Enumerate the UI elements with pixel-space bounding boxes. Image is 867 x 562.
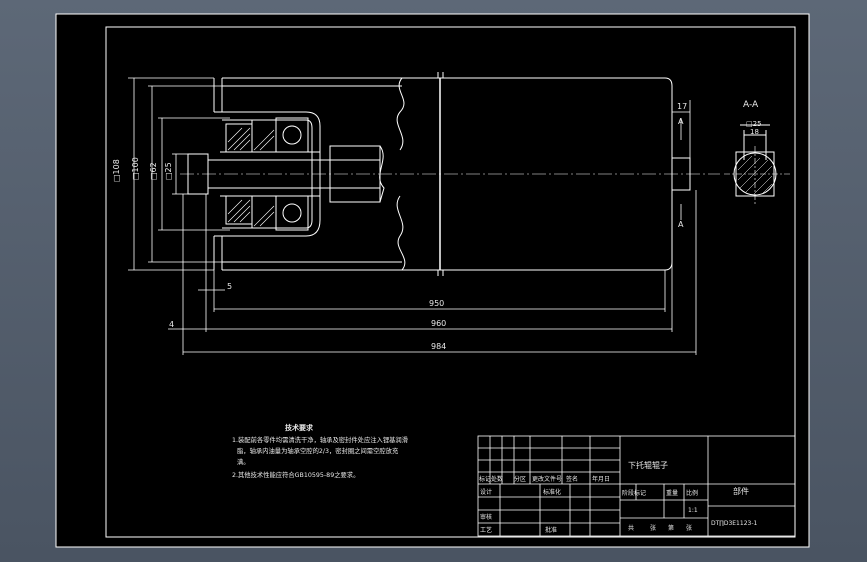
h-stage: 阶段标记	[622, 489, 646, 497]
h-count: 处数	[491, 475, 503, 483]
notes-line-4: 2.其他技术性能应符合GB10595-89之要求。	[232, 470, 359, 479]
h-review: 审核	[480, 513, 492, 521]
dim-62: □62	[149, 162, 158, 180]
h-design: 设计	[480, 488, 492, 496]
cut-mark-top: A	[678, 117, 684, 126]
dim-17: 17	[677, 102, 687, 111]
notes-title: 技术要求	[285, 423, 314, 432]
part-name: 下托辊辊子	[628, 460, 668, 470]
dim-984: 984	[431, 342, 446, 351]
dim-18: 18	[750, 128, 759, 136]
dim-4: 4	[169, 320, 174, 329]
h-total: 共	[628, 524, 634, 532]
seal-hatching	[227, 127, 275, 227]
unit-label: 部件	[733, 486, 749, 496]
section-label: A-A	[743, 100, 759, 110]
h-standard: 标准化	[543, 488, 561, 496]
notes-line-2: 脂，轴承内油量为轴承空腔的2/3，密封圈之间需空腔放充	[237, 446, 399, 455]
h-process: 工艺	[480, 526, 492, 534]
notes-line-1: 1.装配前各零件均需清洗干净，轴承及密封件处应注入锂基润滑	[232, 435, 408, 444]
h-no: 第	[668, 524, 674, 532]
section-hatching	[737, 155, 773, 195]
h-sign: 签名	[566, 475, 578, 483]
h-sheet: 张	[650, 524, 656, 532]
drawing-sheet	[55, 13, 810, 548]
cut-mark-bottom: A	[678, 220, 684, 229]
dim-25: □25	[164, 162, 173, 180]
dim-960: 960	[431, 319, 446, 328]
h-ratio: 比例	[686, 489, 698, 497]
notes-line-3: 满。	[237, 457, 250, 466]
drawing-number: DT∏D3E1123-1	[711, 520, 757, 527]
h-sheet-2: 张	[686, 524, 692, 532]
dim-100: □100	[131, 157, 140, 180]
title-block	[477, 435, 796, 537]
h-mark: 标记	[479, 475, 491, 483]
dimension-lines	[128, 77, 697, 355]
dim-950: 950	[429, 299, 444, 308]
dim-5: 5	[227, 282, 232, 291]
drawing-border	[105, 26, 796, 538]
roller-outline	[187, 72, 691, 276]
h-weight: 重量	[666, 489, 678, 497]
h-date: 年月日	[592, 475, 610, 483]
scale-value: 1:1	[688, 507, 698, 514]
dim-108: □108	[112, 159, 121, 182]
h-zone: 分区	[514, 475, 526, 483]
h-approve: 批准	[545, 526, 557, 534]
h-change: 更改文件号	[532, 475, 562, 483]
dim-25-top: □25	[746, 120, 762, 128]
section-view	[724, 124, 790, 206]
